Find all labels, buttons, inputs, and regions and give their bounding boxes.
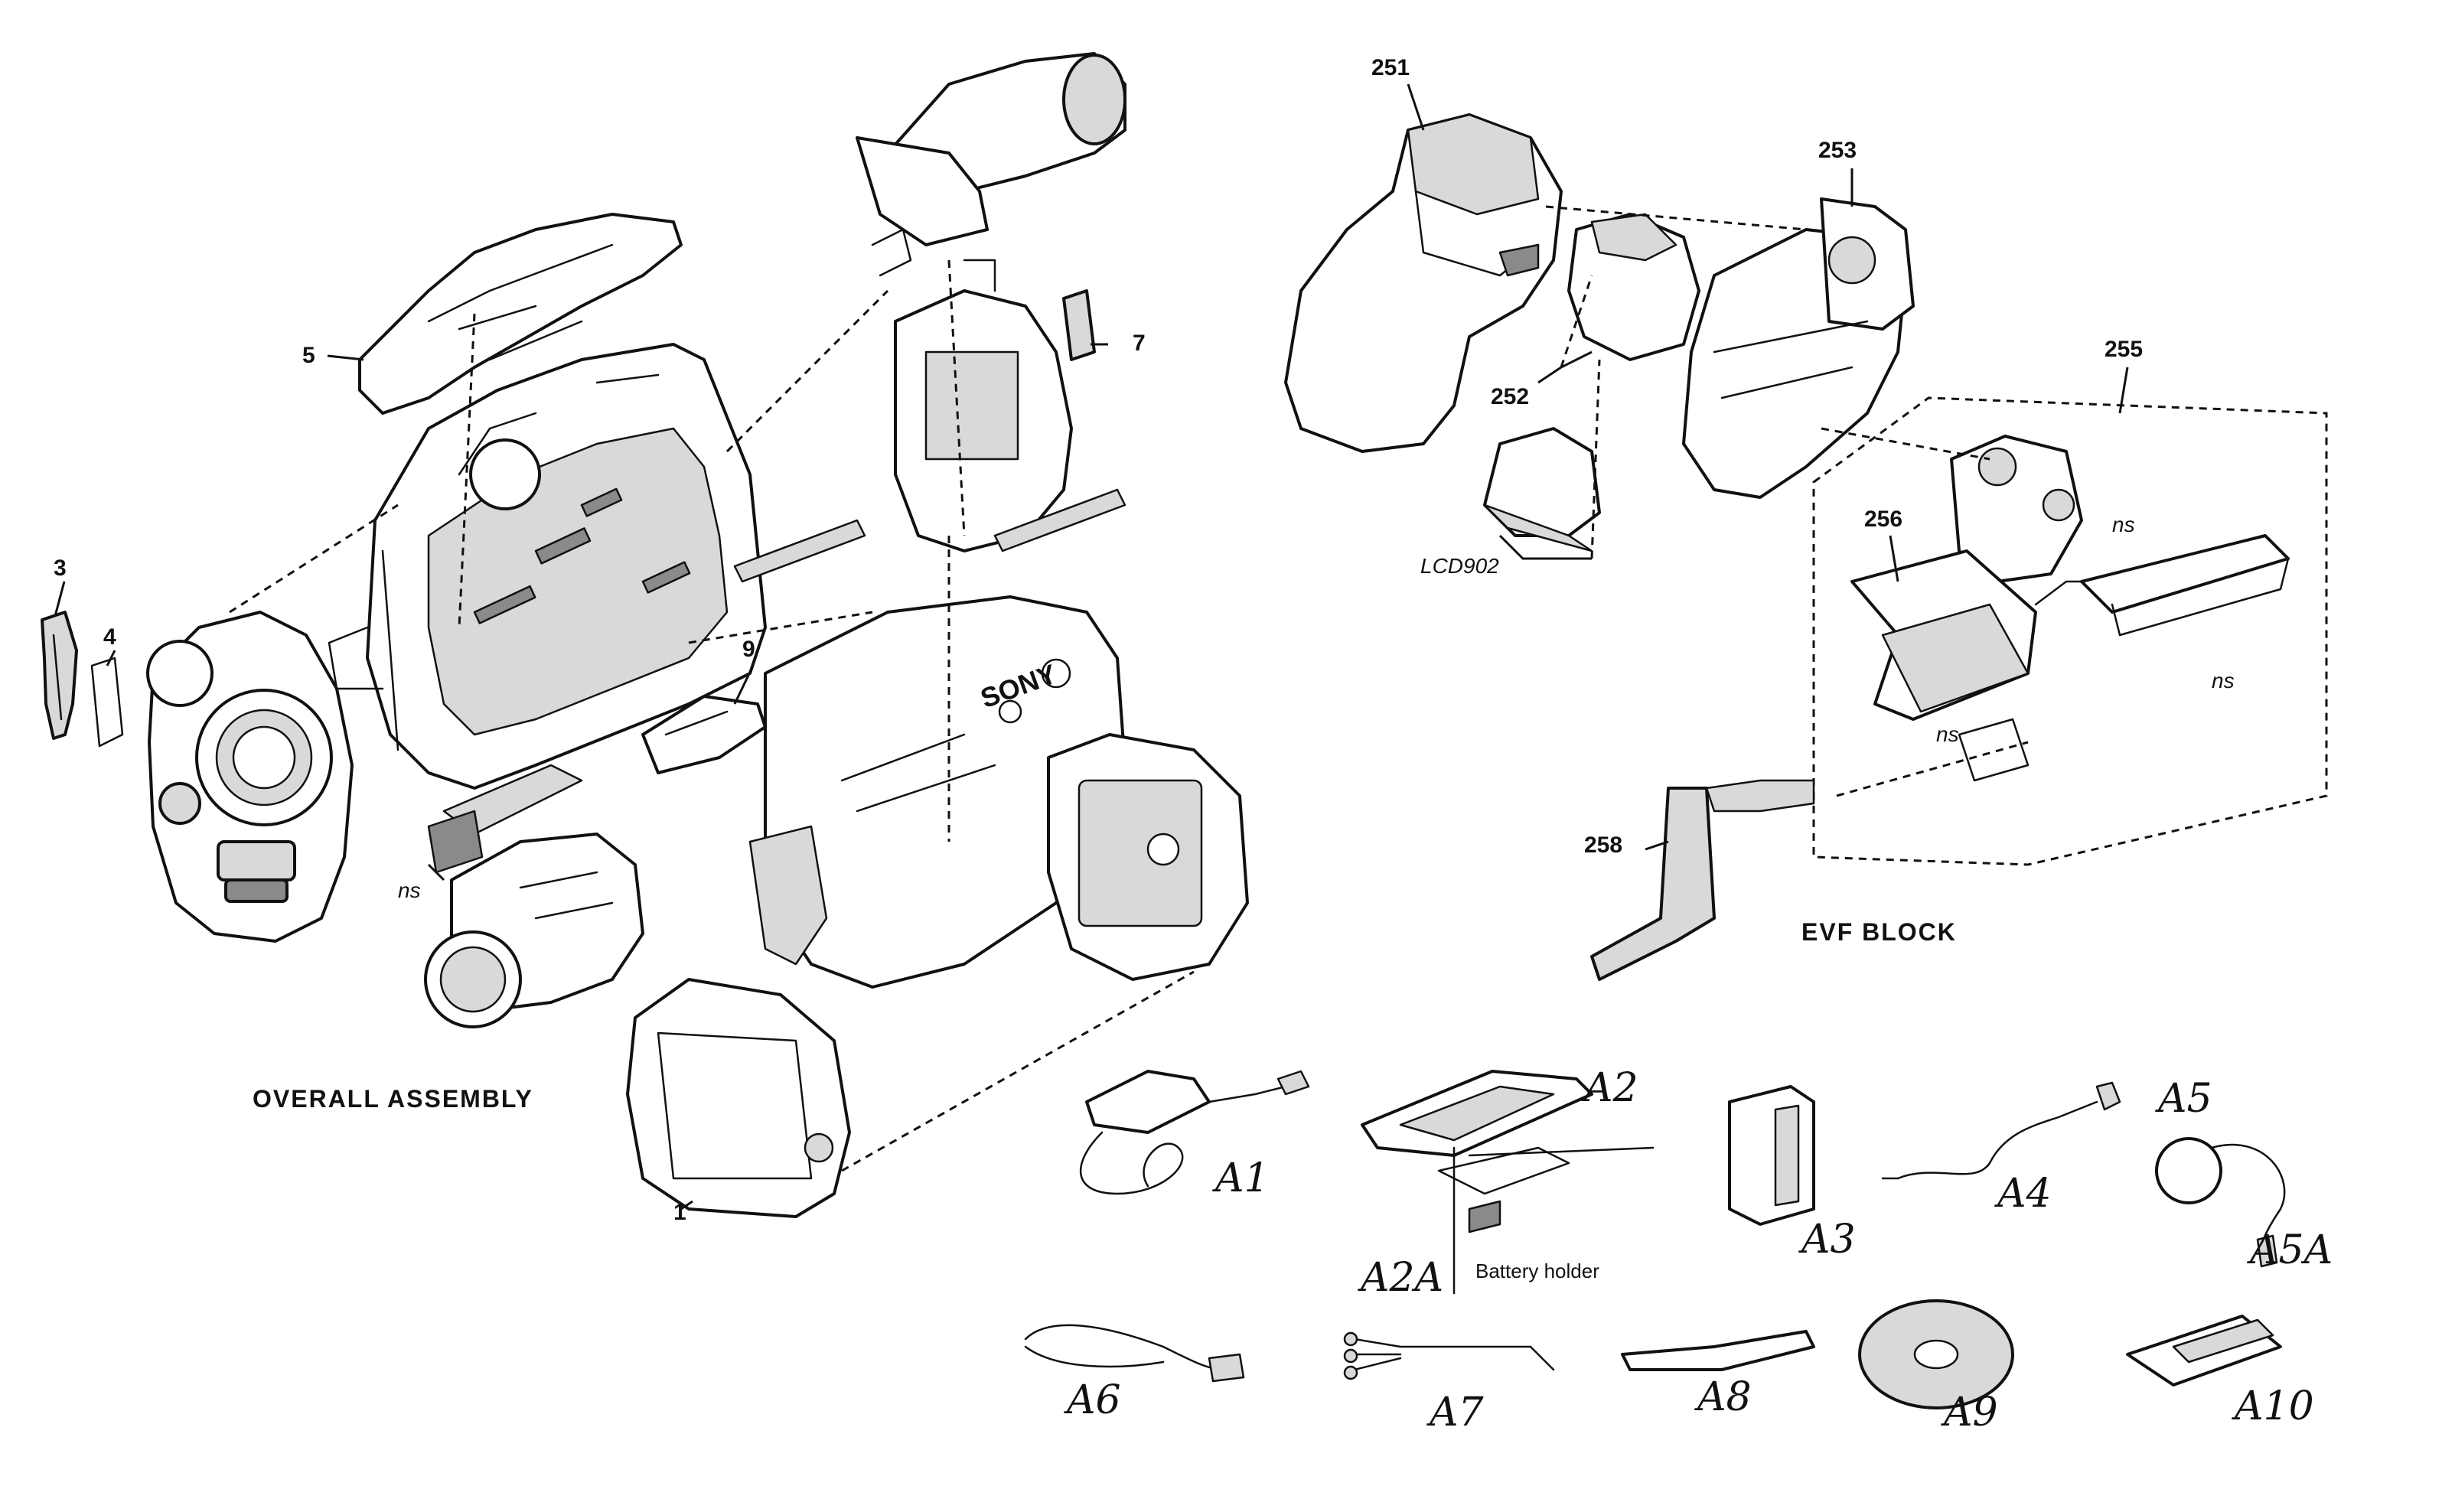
accessory-a9-disc xyxy=(1858,1299,2014,1409)
part-3-strap xyxy=(41,611,78,740)
evf-leaders xyxy=(1407,83,2129,851)
label-part-251: 251 xyxy=(1371,55,1410,80)
lens-block xyxy=(424,833,644,1028)
accessory-a10-card xyxy=(2126,1315,2282,1387)
part-1-lcd-panel xyxy=(626,978,851,1218)
part-7-tab xyxy=(1062,289,1096,361)
lcd902-unit xyxy=(1483,427,1601,552)
accessory-a6-usb-cable xyxy=(1024,1324,1245,1383)
label-a8: A8 xyxy=(1697,1374,1752,1420)
construction-lines xyxy=(229,259,1195,1172)
label-a9: A9 xyxy=(1944,1390,1998,1435)
label-a4: A4 xyxy=(1997,1171,2052,1217)
accessories-drawing xyxy=(1024,1070,2286,1409)
label-ns-overall: ns xyxy=(398,878,421,902)
overall-assembly-title: OVERALL ASSEMBLY xyxy=(253,1085,533,1113)
label-part-1: 1 xyxy=(673,1200,686,1225)
part-4-bracket xyxy=(90,657,124,748)
label-battery-holder: Battery holder xyxy=(1475,1259,1599,1282)
label-a2: A2 xyxy=(1584,1065,1638,1111)
accessory-a8-strap xyxy=(1621,1330,1815,1371)
overall-assembly-drawing xyxy=(41,52,1249,1218)
label-a10: A10 xyxy=(2235,1383,2314,1429)
part-252-lens-mount xyxy=(1567,213,1700,361)
label-a3: A3 xyxy=(1801,1217,1856,1263)
part-253-housing xyxy=(1682,197,1915,499)
part-255-evf-assembly-box xyxy=(1812,396,2328,866)
viewfinder-unit xyxy=(856,52,1126,277)
label-a6: A6 xyxy=(1067,1377,1121,1423)
accessory-a1-adapter xyxy=(1079,1070,1310,1195)
label-part-5: 5 xyxy=(302,343,315,368)
label-a7: A7 xyxy=(1430,1390,1484,1435)
label-ns-evf-1: ns xyxy=(2112,513,2135,536)
overall-leaders xyxy=(54,343,1108,1211)
accessory-a7-av-cable xyxy=(1343,1331,1555,1380)
evf-block-title: EVF BLOCK xyxy=(1801,918,1957,946)
label-part-253: 253 xyxy=(1818,138,1857,163)
central-frame xyxy=(894,259,1073,552)
rear-body-cover xyxy=(733,488,1126,989)
label-part-258: 258 xyxy=(1584,833,1623,858)
label-a2a: A2A xyxy=(1361,1255,1444,1301)
label-part-4: 4 xyxy=(103,624,116,650)
label-ns-evf-3: ns xyxy=(1936,722,1959,746)
front-lens-housing xyxy=(146,611,354,943)
label-part-3: 3 xyxy=(54,556,67,581)
label-lcd902: LCD902 xyxy=(1420,554,1499,578)
accessory-a3-battery xyxy=(1728,1085,1815,1226)
label-part-7: 7 xyxy=(1133,331,1146,356)
accessory-a5-lens-cap xyxy=(2155,1137,2286,1268)
label-ns-evf-2: ns xyxy=(2212,669,2235,692)
evf-block-drawing xyxy=(1284,83,2328,981)
part-258-flex-cable xyxy=(1590,779,1815,981)
label-a5: A5 xyxy=(2158,1076,2212,1122)
label-a5a: A5A xyxy=(2250,1227,2333,1273)
part-5-top-cover xyxy=(358,213,683,415)
part-251-eyecup-cover xyxy=(1284,113,1563,453)
label-part-252: 252 xyxy=(1491,384,1530,409)
lcd-frame xyxy=(1047,733,1249,981)
label-part-256: 256 xyxy=(1864,507,1903,532)
label-part-255: 255 xyxy=(2105,337,2144,362)
accessory-a4-cable xyxy=(1881,1081,2121,1180)
accessory-a2-remote xyxy=(1361,1070,1655,1295)
label-a1: A1 xyxy=(1215,1155,1270,1201)
label-part-9: 9 xyxy=(742,637,755,662)
ns-flex-piece xyxy=(427,764,583,874)
